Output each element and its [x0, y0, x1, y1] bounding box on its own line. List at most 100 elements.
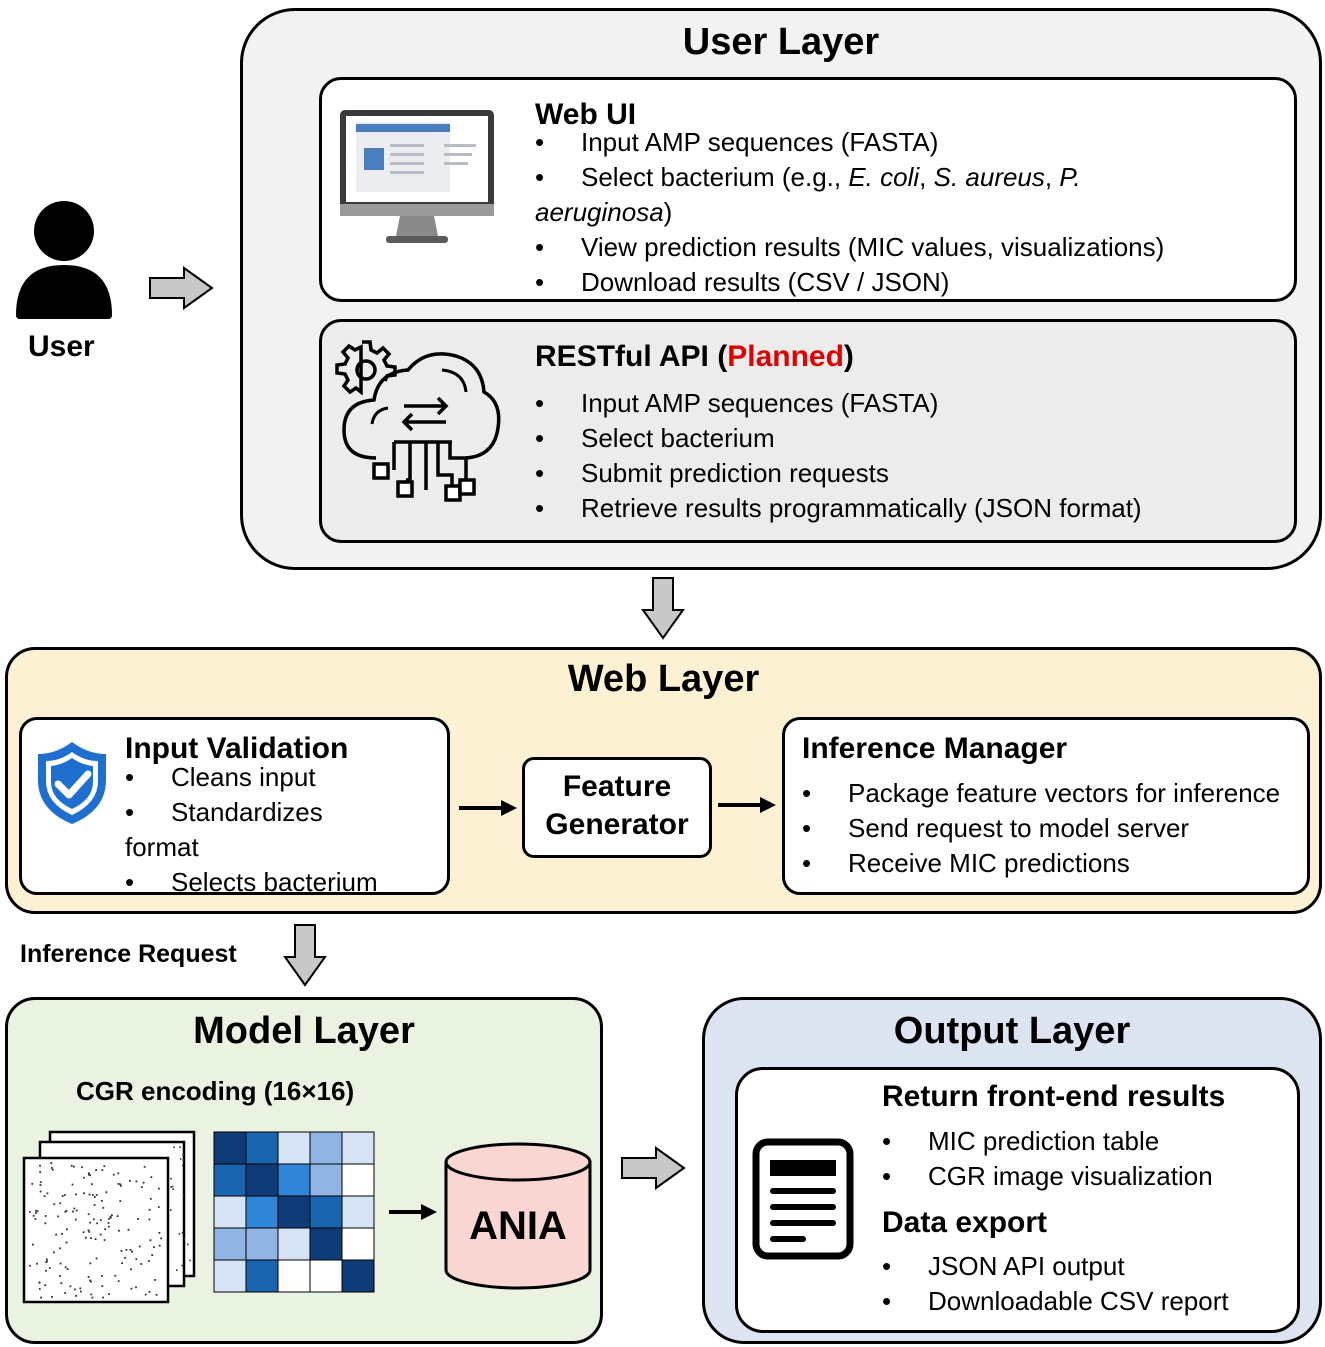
cgr-dot	[88, 1173, 90, 1176]
cgr-dot	[181, 1264, 184, 1267]
cgr-dot	[137, 1218, 139, 1220]
cgr-dot	[81, 1166, 83, 1169]
heatmap-cell	[213, 1163, 247, 1197]
cgr-dot	[148, 1208, 151, 1211]
cgr-heatmap	[213, 1131, 375, 1293]
user-layer: User Layer Web UI Input AMP sequences (F…	[240, 8, 1322, 570]
list-item: Package feature vectors for inference	[802, 776, 1280, 811]
cgr-dot	[44, 1222, 47, 1225]
cgr-dot	[89, 1262, 92, 1265]
heatmap-cell	[213, 1195, 247, 1229]
inference-manager-list: Package feature vectors for inference Se…	[802, 776, 1280, 881]
cgr-dot	[32, 1243, 34, 1246]
database-cylinder-icon	[444, 1142, 592, 1290]
list-item: Select bacterium	[535, 421, 1142, 456]
cgr-dot	[105, 1191, 108, 1194]
cgr-dot	[74, 1193, 77, 1196]
cgr-dot	[64, 1292, 67, 1294]
cgr-dot	[32, 1214, 35, 1217]
list-item-continuation: aeruginosa)	[535, 197, 673, 227]
cgr-dot	[53, 1203, 56, 1206]
input-validation-list: Cleans input Standardizes format Selects…	[125, 760, 378, 900]
cgr-dot	[87, 1229, 90, 1232]
cgr-dot	[96, 1222, 99, 1225]
list-item: Retrieve results programmatically (JSON …	[535, 491, 1142, 526]
model-layer: Model Layer CGR encoding (16×16) ANIA	[5, 997, 603, 1344]
cgr-dot	[99, 1233, 102, 1236]
cgr-dot	[46, 1260, 49, 1263]
monitor-icon	[340, 110, 494, 243]
cgr-dot	[130, 1268, 132, 1271]
cgr-dot	[140, 1186, 143, 1189]
cgr-dot	[103, 1239, 106, 1241]
cgr-dot	[186, 1243, 189, 1246]
cgr-dot	[124, 1256, 126, 1259]
list-item: Send request to model server	[802, 811, 1280, 846]
cloud-api-icon	[335, 340, 501, 502]
cgr-dot	[112, 1173, 115, 1176]
cgr-dot	[175, 1269, 178, 1271]
heatmap-cell	[245, 1259, 279, 1293]
cgr-dot	[120, 1184, 122, 1187]
cgr-dot	[83, 1192, 85, 1195]
cgr-dot	[116, 1215, 119, 1218]
cgr-dot	[79, 1287, 82, 1290]
cgr-dot	[148, 1290, 151, 1293]
cgr-dot	[90, 1183, 93, 1186]
cgr-dot	[170, 1209, 172, 1211]
list-item: Selects bacterium	[125, 865, 378, 900]
cgr-dot	[40, 1296, 42, 1299]
cgr-dot	[117, 1280, 120, 1283]
list-item: Cleans input	[125, 760, 378, 795]
cgr-dot	[74, 1218, 77, 1221]
list-item-bacterium: Select bacterium (e.g., E. coli, S. aure…	[535, 160, 1164, 195]
cgr-dot	[95, 1257, 98, 1260]
cgr-dot	[120, 1249, 123, 1252]
cgr-dot	[53, 1251, 55, 1254]
cgr-dot	[170, 1186, 172, 1188]
cgr-dot	[131, 1250, 134, 1253]
heatmap-cell	[277, 1195, 311, 1229]
cgr-dot	[66, 1268, 69, 1271]
arrow-heatmap-to-model	[389, 1204, 437, 1220]
cgr-dot	[181, 1164, 184, 1167]
feature-generator-line1: Feature	[562, 770, 672, 803]
heatmap-cell	[309, 1259, 343, 1293]
cgr-dot	[91, 1296, 94, 1299]
cgr-dot	[94, 1238, 97, 1241]
list-item: Download results (CSV / JSON)	[535, 265, 1164, 300]
heatmap-cell	[213, 1131, 247, 1165]
heatmap-cell	[309, 1163, 343, 1197]
list-item: Downloadable CSV report	[882, 1284, 1229, 1319]
cgr-dot	[104, 1228, 107, 1231]
cgr-dot	[153, 1246, 155, 1249]
cgr-dot	[119, 1200, 122, 1202]
cgr-dot	[182, 1154, 184, 1156]
cgr-dot	[45, 1258, 48, 1261]
cgr-dot	[157, 1206, 160, 1208]
cgr-dot	[64, 1210, 67, 1213]
cgr-dot	[95, 1193, 98, 1196]
cgr-dot	[92, 1194, 94, 1196]
cgr-dot	[109, 1215, 112, 1218]
cgr-dot	[158, 1231, 161, 1234]
list-item: Receive MIC predictions	[802, 846, 1280, 881]
cgr-dot	[142, 1181, 145, 1184]
cgr-dot	[50, 1162, 53, 1164]
cgr-dot	[119, 1183, 122, 1186]
cgr-dot	[75, 1294, 77, 1297]
cgr-dot	[183, 1237, 186, 1240]
cgr-dot	[149, 1197, 152, 1200]
cgr-dot	[101, 1285, 104, 1288]
cgr-dot	[59, 1247, 62, 1250]
cgr-dot	[29, 1264, 31, 1267]
cgr-dot	[82, 1176, 85, 1179]
list-item: View prediction results (MIC values, vis…	[535, 230, 1164, 265]
return-results-list: MIC prediction table CGR image visualiza…	[882, 1124, 1213, 1194]
cgr-dot	[39, 1164, 41, 1167]
cgr-dot	[117, 1172, 120, 1175]
cgr-dot	[93, 1204, 96, 1206]
cgr-dot	[103, 1165, 106, 1168]
output-layer: Output Layer Return front-end results MI…	[702, 997, 1322, 1344]
cgr-dot	[108, 1293, 110, 1296]
